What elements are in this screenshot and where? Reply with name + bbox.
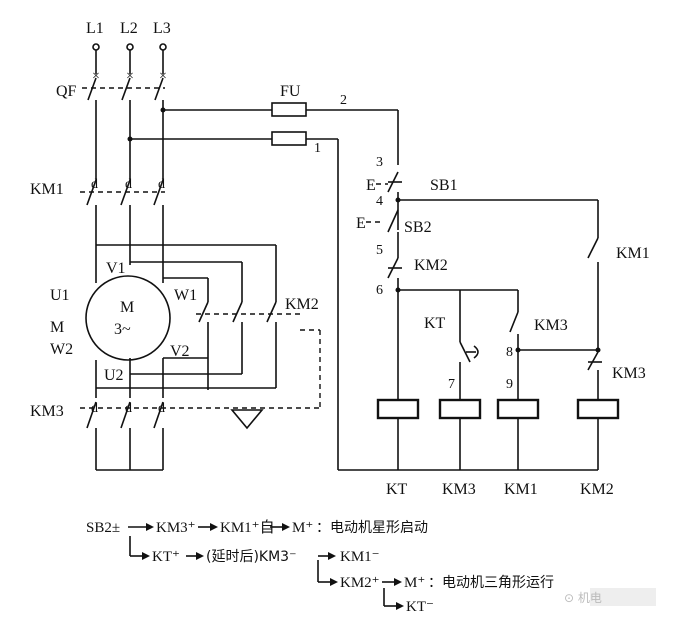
- seq-km2-plus: KM2⁺: [340, 575, 380, 591]
- label-w1: W1: [174, 287, 197, 304]
- seq-delay-km3-minus: (延时后)KM3⁻: [206, 549, 296, 565]
- seq-kt-minus: KT⁻: [406, 599, 434, 615]
- label-km2-main: KM2: [285, 296, 319, 313]
- label-e2: E: [356, 215, 366, 232]
- label-km1-main: KM1: [30, 181, 64, 198]
- coil-label-km2: KM2: [580, 481, 614, 498]
- label-sb1: SB1: [430, 177, 458, 194]
- control-circuit: 3 E SB1 4 E SB2 5 KM2 6 KM1 KM3: [337, 110, 650, 498]
- svg-text:×: ×: [92, 69, 100, 84]
- seq-kt-plus: KT⁺: [152, 549, 180, 565]
- label-km3-nc: KM3: [612, 365, 646, 382]
- km1-main-contacts: KM1 d d d: [30, 177, 165, 245]
- seq-km3-plus: KM3⁺: [156, 520, 196, 536]
- km3-star-contacts: KM3 d d d: [30, 329, 321, 471]
- label-km3-aux: KM3: [534, 317, 568, 334]
- fuse-lower: [271, 131, 307, 146]
- coil-label-kt: KT: [386, 481, 408, 498]
- label-w2: W2: [50, 341, 73, 358]
- svg-text:×: ×: [159, 69, 167, 84]
- label-v1: V1: [106, 260, 126, 277]
- coil-label-km1: KM1: [504, 481, 538, 498]
- label-km1-aux: KM1: [616, 245, 650, 262]
- node-5: 5: [376, 243, 383, 258]
- node-7: 7: [448, 377, 455, 392]
- label-km2-nc: KM2: [414, 257, 448, 274]
- operation-sequence: SB2± KM3⁺ KM1⁺自 M⁺ ：电动机星形启动 KT⁺ (延时后)KM3…: [86, 519, 554, 615]
- label-m: M: [50, 319, 64, 336]
- terminal-l2: [126, 43, 134, 51]
- coil-kt: [376, 398, 420, 420]
- label-l2: L2: [120, 20, 138, 37]
- fuse-fu: FU 2 1: [127, 83, 398, 156]
- seq-km1-minus: KM1⁻: [340, 549, 380, 565]
- terminal-l1: [92, 43, 100, 51]
- watermark-text: ⊙ 机电: [564, 591, 602, 605]
- label-l3: L3: [153, 20, 171, 37]
- seq-star-start-text: ：电动机星形启动: [316, 520, 428, 536]
- node-3: 3: [376, 155, 383, 170]
- motor: M 3~ U1 M W2 V1 W1 V2 U2: [50, 245, 197, 384]
- label-v2: V2: [170, 343, 190, 360]
- seq-km1-plus: KM1⁺自: [220, 519, 275, 536]
- node-8: 8: [506, 345, 513, 360]
- coil-km1: [496, 398, 540, 420]
- label-qf: QF: [56, 83, 77, 100]
- motor-circle: [85, 275, 171, 361]
- label-sb2: SB2: [404, 219, 432, 236]
- motor-phase: 3~: [114, 321, 131, 338]
- label-kt-contact: KT: [424, 315, 446, 332]
- node-6: 6: [376, 283, 383, 298]
- label-e1: E: [366, 177, 376, 194]
- delta-wiring: KM2: [95, 244, 319, 398]
- watermark-blur: [590, 588, 656, 606]
- seq-m-plus-1: M⁺: [292, 520, 313, 536]
- seq-sb2: SB2±: [86, 520, 120, 536]
- coil-km3: [438, 398, 482, 420]
- motor-letter: M: [120, 299, 134, 316]
- label-u2: U2: [104, 367, 124, 384]
- node-4: 4: [376, 194, 383, 209]
- watermark: ⊙ 机电: [564, 588, 656, 606]
- seq-delta-run-text: ：电动机三角形运行: [428, 575, 554, 591]
- coil-label-km3: KM3: [442, 481, 476, 498]
- terminal-l3: [159, 43, 167, 51]
- seq-m-plus-2: M⁺: [404, 575, 425, 591]
- label-node-2: 2: [340, 93, 347, 108]
- coil-km2: [576, 398, 620, 420]
- node-9: 9: [506, 377, 513, 392]
- fuse-upper: [271, 102, 307, 117]
- label-node-1: 1: [314, 141, 321, 156]
- svg-text:×: ×: [126, 69, 134, 84]
- label-l1: L1: [86, 20, 104, 37]
- star-point-symbol: [230, 409, 264, 430]
- label-km3-main: KM3: [30, 403, 64, 420]
- power-input: L1 L2 L3: [86, 20, 171, 74]
- breaker-qf: QF × × ×: [56, 69, 167, 180]
- label-fu: FU: [280, 83, 301, 100]
- label-u1: U1: [50, 287, 70, 304]
